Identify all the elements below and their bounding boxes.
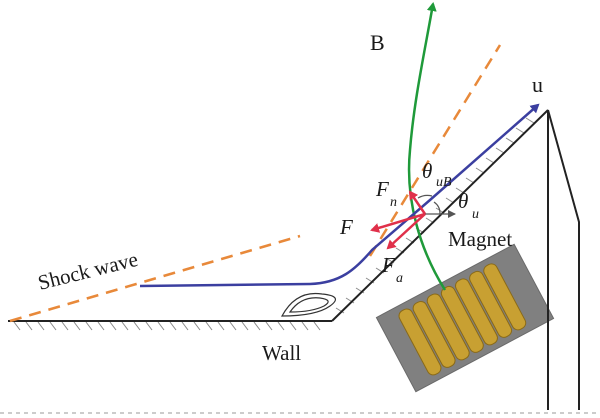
force-total-arrow	[370, 212, 426, 233]
label-angle-ub: θ	[422, 159, 432, 183]
label-angle-ub-sub: uB	[436, 175, 452, 190]
label-angle-u-sub: u	[472, 207, 479, 222]
label-force-normal-sub: n	[390, 195, 397, 210]
magnet-assembly	[375, 243, 555, 393]
label-wall: Wall	[262, 341, 301, 365]
label-angle-u: θ	[458, 189, 468, 213]
label-velocity-u: u	[532, 72, 543, 97]
force-normal-arrow	[408, 190, 427, 215]
label-force-axial-sub: a	[396, 271, 403, 286]
wedge-outline	[8, 109, 580, 410]
label-shock-wave: Shock wave	[35, 247, 140, 295]
angle-construction	[417, 194, 456, 218]
label-force-axial: F	[381, 253, 395, 277]
force-vectors	[370, 190, 427, 250]
label-force-total: F	[339, 215, 353, 239]
label-field-b: B	[370, 30, 385, 55]
magnet-coil	[398, 263, 527, 376]
shock-wave-lines	[9, 44, 502, 323]
flow-streamline	[139, 103, 540, 288]
magnetic-field-line	[407, 2, 447, 291]
force-axial-arrow	[386, 213, 426, 250]
wall-bump	[280, 292, 337, 317]
label-magnet: Magnet	[448, 227, 512, 251]
label-force-normal: F	[375, 177, 389, 201]
